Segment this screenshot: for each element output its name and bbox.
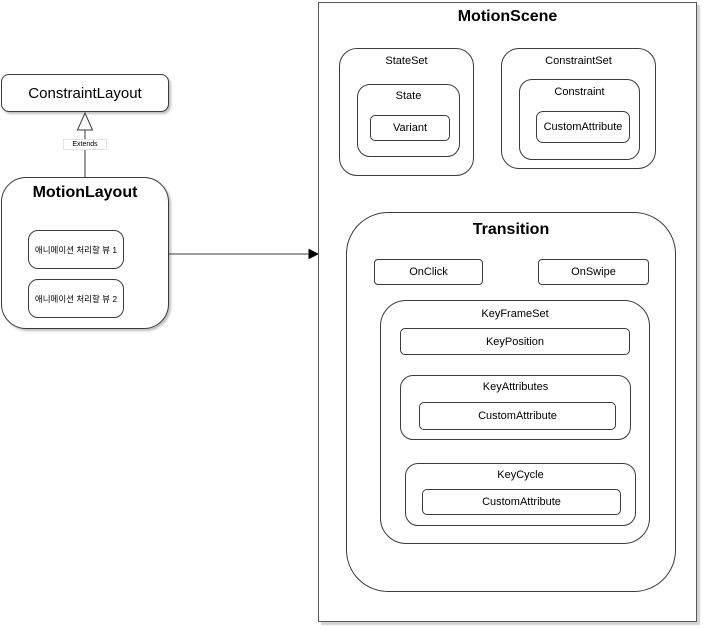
- animated-view-2-node: 애니메이션 처리할 뷰 2: [28, 279, 124, 318]
- key-position-label: KeyPosition: [485, 335, 545, 348]
- on-swipe-label: OnSwipe: [571, 266, 616, 278]
- constraint-layout-node: ConstraintLayout: [1, 74, 169, 112]
- key-attributes-label: KeyAttributes: [482, 381, 549, 393]
- motionlayout-to-motionscene-arrow-icon: [169, 248, 318, 260]
- state-set-node: StateSet State Variant: [339, 48, 474, 176]
- extends-label: Extends: [63, 139, 107, 150]
- key-frame-set-label: KeyFrameSet: [481, 308, 549, 320]
- animated-view-1-node: 애니메이션 처리할 뷰 1: [28, 230, 124, 269]
- constraint-set-node: ConstraintSet Constraint CustomAttribute: [501, 48, 656, 169]
- key-attributes-custom-attribute-label: CustomAttribute: [478, 410, 557, 422]
- constraint-custom-attribute-label: CustomAttribute: [543, 121, 623, 133]
- constraint-node: Constraint CustomAttribute: [519, 79, 640, 160]
- motion-scene-container: MotionScene StateSet State Variant Const…: [318, 2, 697, 622]
- key-cycle-label: KeyCycle: [497, 469, 544, 481]
- key-cycle-custom-attribute-label: CustomAttribute: [482, 496, 561, 508]
- state-set-label: StateSet: [385, 55, 428, 67]
- state-label: State: [395, 90, 422, 102]
- constraint-label: Constraint: [554, 86, 605, 98]
- variant-node: Variant: [370, 115, 450, 141]
- animated-view-1-label: 애니메이션 처리할 뷰 1: [34, 244, 118, 255]
- key-position-node: KeyPosition: [400, 328, 630, 355]
- key-attributes-custom-attribute-node: CustomAttribute: [419, 402, 616, 430]
- on-click-label: OnClick: [409, 266, 448, 278]
- transition-node: Transition OnClick OnSwipe KeyFrameSet K…: [346, 212, 676, 592]
- motion-scene-label: MotionScene: [457, 8, 558, 25]
- key-cycle-custom-attribute-node: CustomAttribute: [422, 489, 621, 515]
- animated-view-2-label: 애니메이션 처리할 뷰 2: [34, 293, 118, 304]
- constraint-custom-attribute-node: CustomAttribute: [536, 111, 630, 143]
- key-attributes-node: KeyAttributes CustomAttribute: [400, 375, 631, 440]
- motion-layout-label: MotionLayout: [32, 184, 138, 201]
- variant-label: Variant: [392, 122, 428, 134]
- transition-label: Transition: [472, 221, 550, 238]
- state-node: State Variant: [357, 84, 460, 157]
- key-frame-set-node: KeyFrameSet KeyPosition KeyAttributes Cu…: [380, 300, 650, 544]
- key-cycle-node: KeyCycle CustomAttribute: [405, 463, 636, 526]
- constraint-layout-label: ConstraintLayout: [28, 84, 142, 102]
- on-click-node: OnClick: [374, 259, 483, 285]
- motion-layout-node: MotionLayout 애니메이션 처리할 뷰 1 애니메이션 처리할 뷰 2: [1, 177, 169, 329]
- constraint-set-label: ConstraintSet: [545, 55, 612, 67]
- on-swipe-node: OnSwipe: [538, 259, 649, 285]
